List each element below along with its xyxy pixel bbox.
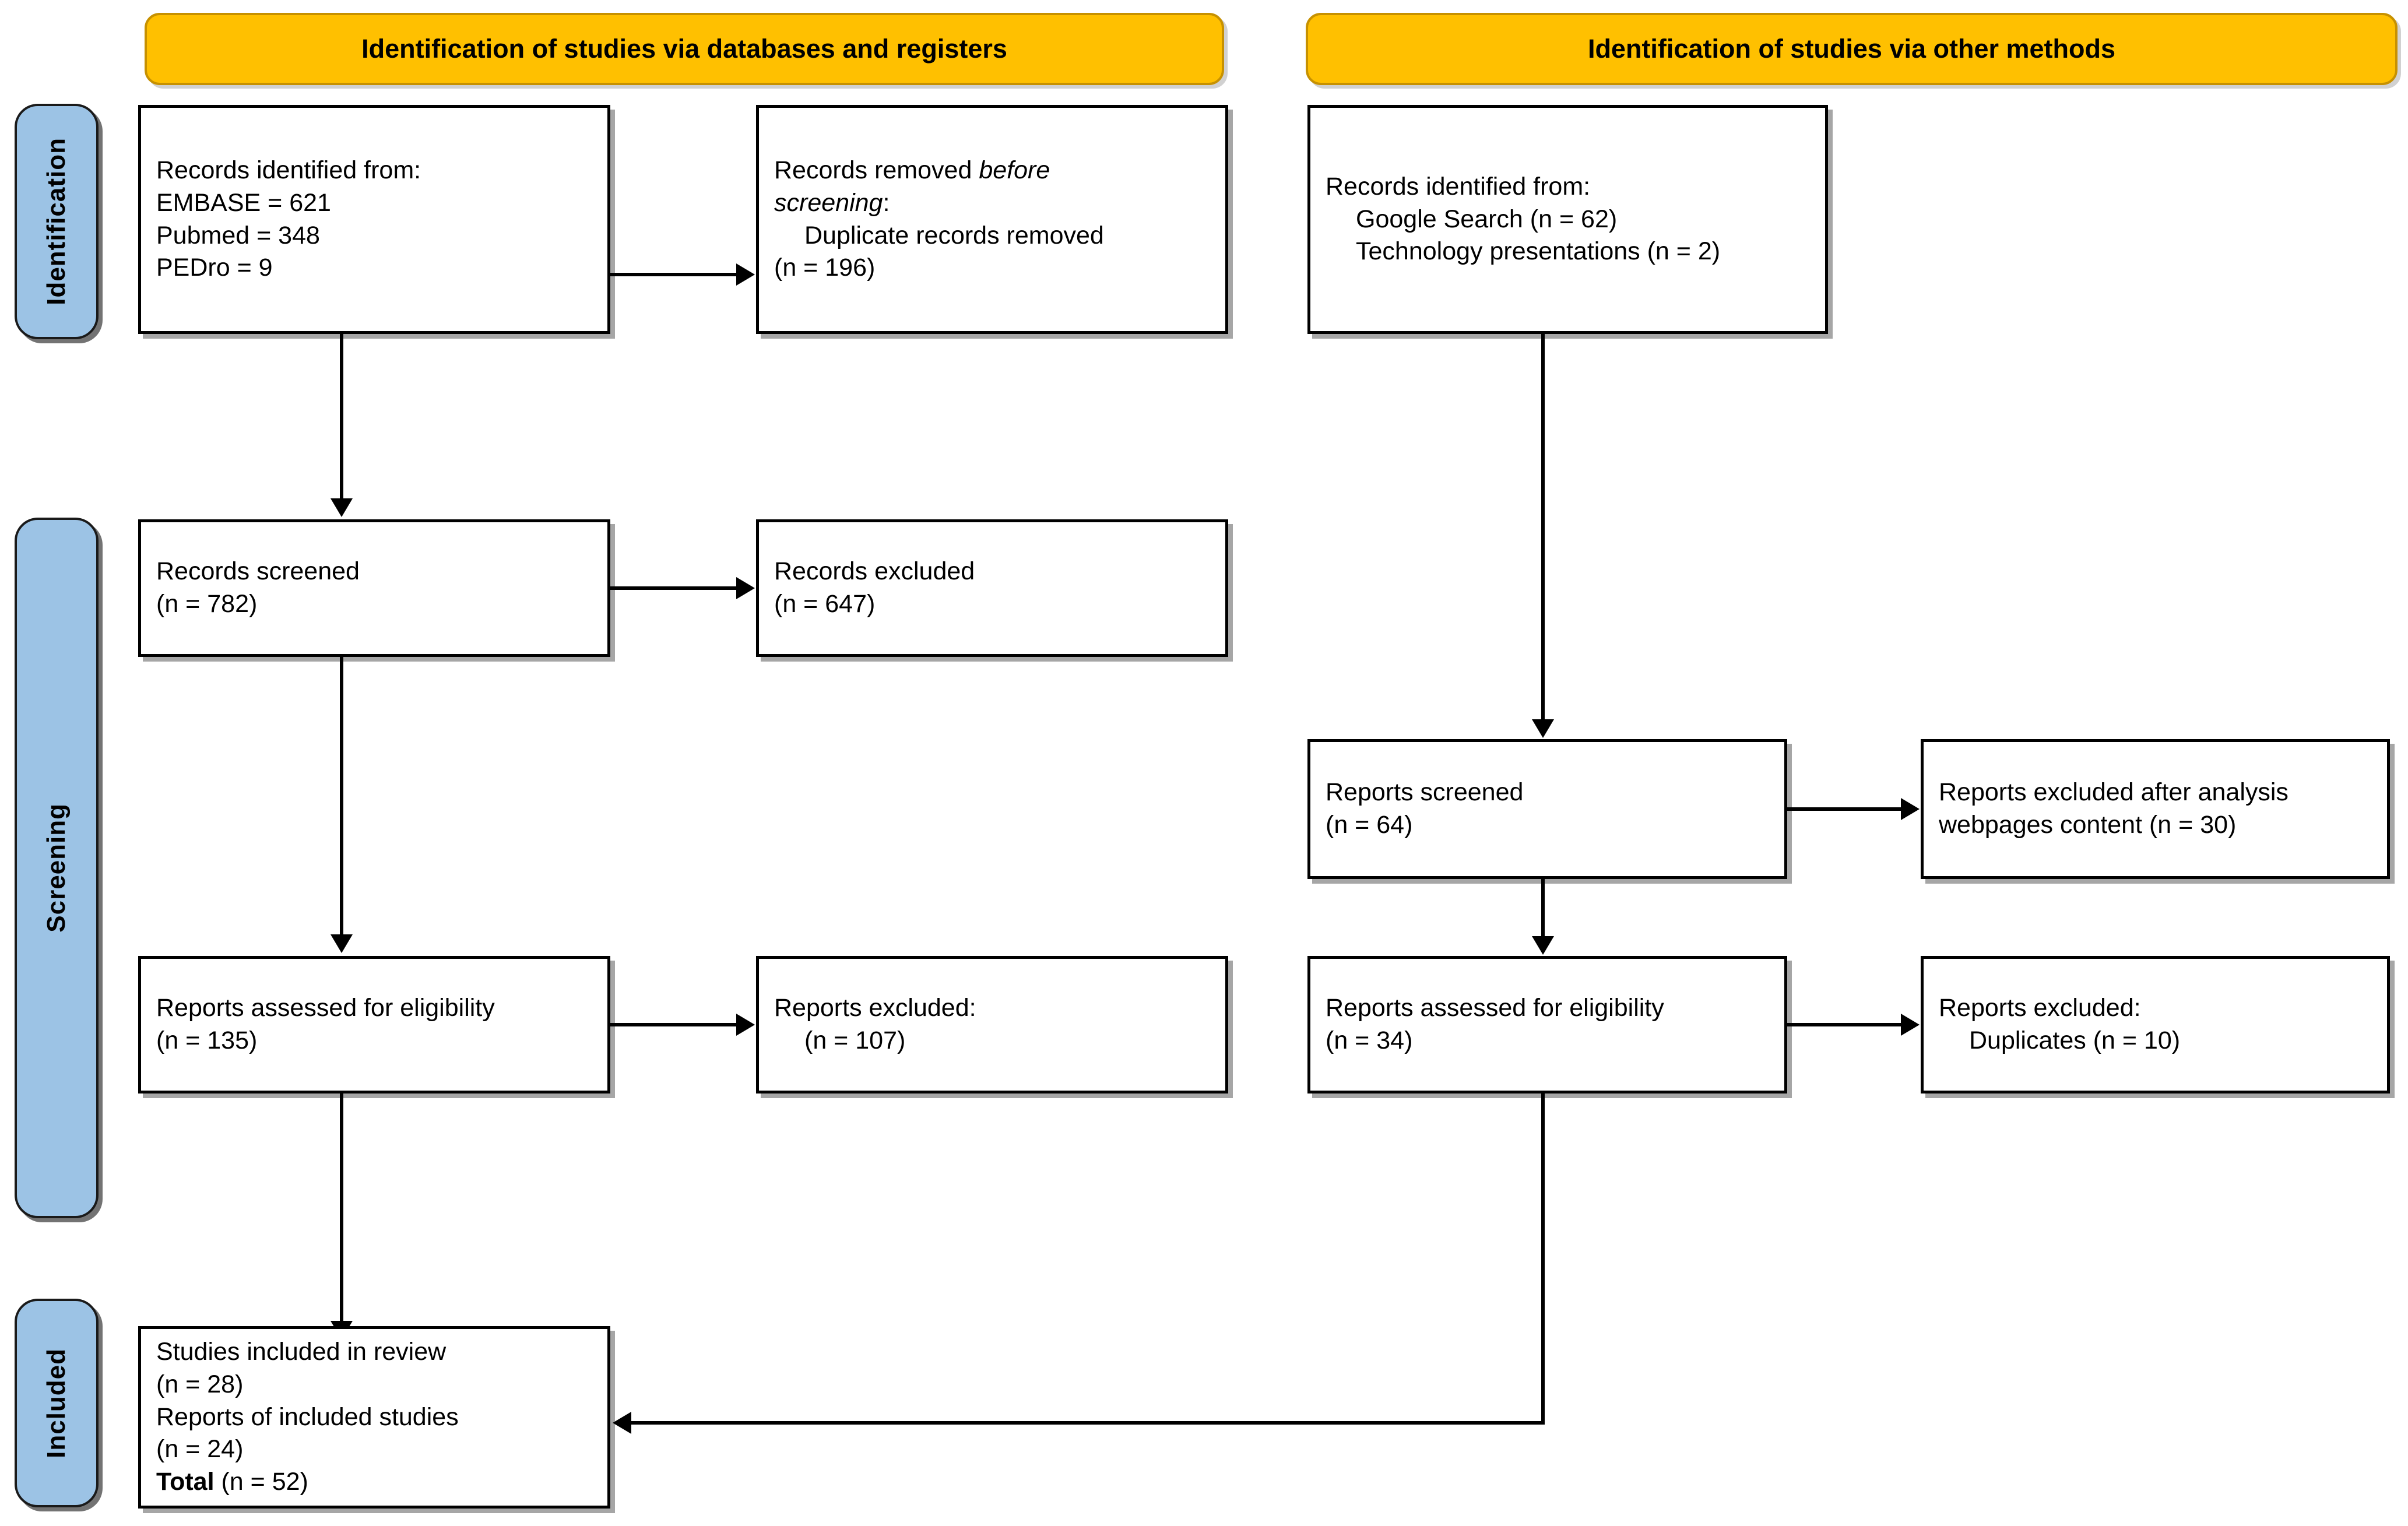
records-screened-title: Records screened <box>156 557 360 586</box>
arrow-line-eligibility-other-to-included <box>631 1421 1545 1425</box>
records-identified-other-line-1: Technology presentations (n = 2) <box>1356 237 1721 266</box>
arrowhead-screened-to-eligibility <box>331 934 353 953</box>
box-records-removed-before-screening: Records removed before screening: Duplic… <box>756 105 1228 334</box>
box-reports-excluded-duplicates: Reports excluded: Duplicates (n = 10) <box>1921 956 2390 1093</box>
records-removed-duplicate-line: Duplicate records removed <box>804 221 1104 249</box>
reports-eligibility-other-title: Reports assessed for eligibility <box>1326 994 1664 1022</box>
arrowhead-identified-to-screened <box>331 498 353 517</box>
arrowhead-screened-to-excluded <box>736 577 755 599</box>
reports-excluded-count: (n = 107) <box>804 1026 906 1054</box>
banner-databases-and-registers: Identification of studies via databases … <box>145 13 1224 85</box>
stage-pill-screening: Screening <box>15 518 99 1218</box>
banner-databases-label: Identification of studies via databases … <box>361 34 1007 64</box>
reports-screened-other-count: (n = 64) <box>1326 811 1413 839</box>
arrowhead-eligibility-other-to-included <box>613 1412 631 1434</box>
box-reports-assessed-eligibility-other: Reports assessed for eligibility (n = 34… <box>1307 956 1787 1093</box>
reports-eligibility-other-count: (n = 34) <box>1326 1026 1413 1054</box>
studies-included-line4: (n = 24) <box>156 1435 244 1464</box>
arrowhead-identified-to-removed <box>736 263 755 286</box>
records-excluded-count: (n = 647) <box>774 590 876 618</box>
records-screened-count: (n = 782) <box>156 590 258 618</box>
reports-screened-other-title: Reports screened <box>1326 778 1524 807</box>
records-identified-line-1: Pubmed = 348 <box>156 221 320 249</box>
reports-eligibility-count: (n = 135) <box>156 1026 258 1054</box>
arrowhead-eligibility-other-to-excluded-duplicates <box>1901 1014 1920 1036</box>
arrow-line-screened-to-excluded <box>610 586 737 590</box>
records-removed-count: (n = 196) <box>774 254 876 282</box>
box-reports-assessed-eligibility: Reports assessed for eligibility (n = 13… <box>138 956 610 1093</box>
arrow-line-reports-screened-to-excluded-analysis <box>1787 807 1902 811</box>
records-removed-line1-prefix: Records removed <box>774 156 979 184</box>
stage-label-included: Included <box>42 1348 71 1458</box>
records-identified-line-2: PEDro = 9 <box>156 254 273 282</box>
box-reports-excluded-eligibility: Reports excluded: (n = 107) <box>756 956 1228 1093</box>
studies-included-total-value: (n = 52) <box>214 1468 308 1496</box>
reports-excluded-other-detail: Duplicates (n = 10) <box>1969 1026 2181 1054</box>
records-removed-before-emphasis: before <box>979 156 1050 184</box>
arrow-line-eligibility-other-to-excluded-duplicates <box>1787 1023 1902 1026</box>
reports-excluded-analysis-line2: webpages content (n = 30) <box>1939 811 2237 839</box>
arrowhead-reports-screened-to-excluded-analysis <box>1901 798 1920 820</box>
reports-eligibility-title: Reports assessed for eligibility <box>156 994 495 1022</box>
arrow-line-eligibility-to-studies-included <box>340 1093 343 1323</box>
stage-pill-identification: Identification <box>15 104 99 339</box>
box-records-excluded: Records excluded (n = 647) <box>756 519 1228 657</box>
records-removed-screening-emphasis: screening <box>774 188 883 217</box>
box-records-screened: Records screened (n = 782) <box>138 519 610 657</box>
records-identified-title: Records identified from: <box>156 156 421 184</box>
reports-excluded-other-title: Reports excluded: <box>1939 994 2141 1022</box>
records-identified-other-title: Records identified from: <box>1326 172 1591 201</box>
box-records-identified: Records identified from: EMBASE = 621 Pu… <box>138 105 610 334</box>
arrow-line-other-identified-to-reports-screened <box>1541 334 1545 722</box>
arrow-line-eligibility-to-excluded <box>610 1023 737 1026</box>
studies-included-line3: Reports of included studies <box>156 1402 459 1431</box>
arrowhead-reports-screened-to-eligibility-other <box>1532 936 1554 955</box>
studies-included-line1: Studies included in review <box>156 1337 447 1366</box>
records-removed-colon: : <box>883 188 890 217</box>
box-studies-included: Studies included in review (n = 28) Repo… <box>138 1326 610 1509</box>
stage-label-screening: Screening <box>42 803 71 933</box>
records-identified-line-0: EMBASE = 621 <box>156 188 331 217</box>
arrow-line-reports-screened-to-eligibility-other <box>1541 879 1545 938</box>
stage-pill-included: Included <box>15 1299 99 1507</box>
banner-other-methods: Identification of studies via other meth… <box>1306 13 2398 85</box>
box-reports-excluded-after-analysis: Reports excluded after analysis webpages… <box>1921 739 2390 879</box>
studies-included-line2: (n = 28) <box>156 1370 244 1398</box>
banner-other-label: Identification of studies via other meth… <box>1587 34 2116 64</box>
arrow-line-eligibility-other-down <box>1541 1093 1545 1423</box>
arrowhead-other-identified-to-reports-screened <box>1532 719 1554 738</box>
reports-excluded-analysis-line1: Reports excluded after analysis <box>1939 778 2289 807</box>
arrow-line-screened-to-eligibility <box>340 657 343 937</box>
stage-label-identification: Identification <box>42 138 71 305</box>
records-excluded-title: Records excluded <box>774 557 975 586</box>
box-records-identified-other: Records identified from: Google Search (… <box>1307 105 1828 334</box>
arrowhead-eligibility-to-excluded <box>736 1014 755 1036</box>
arrow-line-identified-to-removed <box>610 273 737 276</box>
box-reports-screened-other: Reports screened (n = 64) <box>1307 739 1787 879</box>
studies-included-total-label: Total <box>156 1468 215 1496</box>
arrow-line-identified-to-screened <box>340 334 343 501</box>
records-identified-other-line-0: Google Search (n = 62) <box>1356 205 1618 233</box>
reports-excluded-title: Reports excluded: <box>774 994 976 1022</box>
